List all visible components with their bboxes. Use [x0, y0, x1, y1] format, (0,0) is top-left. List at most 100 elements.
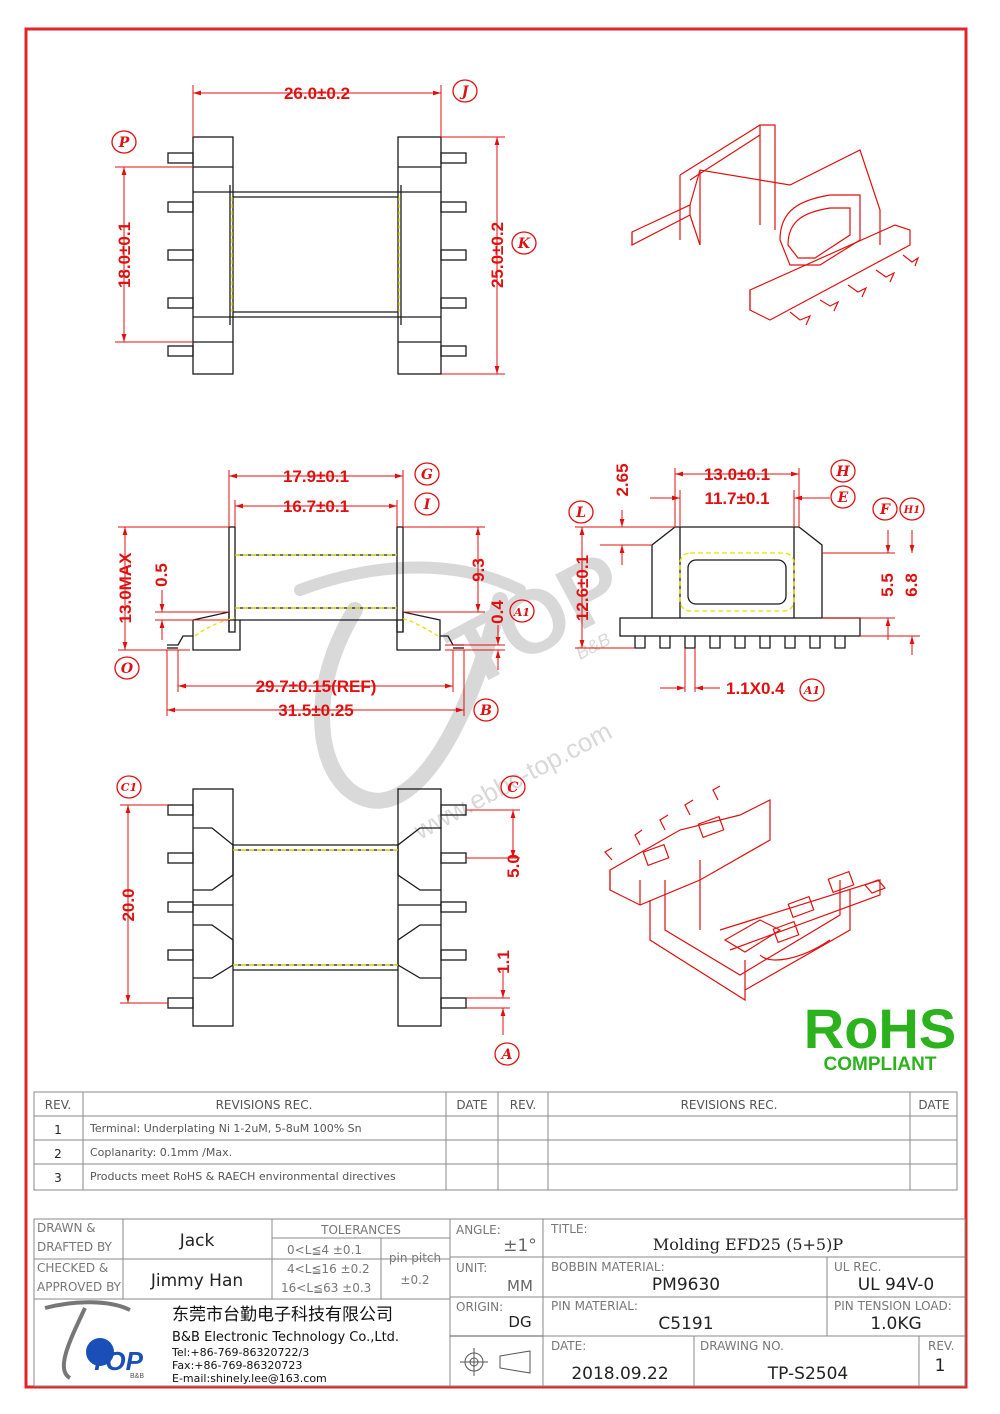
ul-value: UL 94V-0	[858, 1275, 935, 1295]
tag-b: B	[479, 703, 492, 719]
rev-header-rev: REV.	[45, 1098, 71, 1112]
angle-label: ANGLE:	[456, 1223, 501, 1237]
tag-a: A	[500, 1047, 513, 1063]
dim-13max: 13.0MAX	[116, 552, 135, 624]
side-view	[167, 526, 464, 651]
revisions-table	[33, 1091, 958, 1191]
tag-c1: C1	[121, 781, 137, 794]
dim-6-8: 6.8	[902, 573, 921, 597]
top-view	[167, 136, 467, 375]
rohs-sub: COMPLIANT	[824, 1054, 937, 1075]
unit-value: MM	[507, 1277, 533, 1295]
company-email: E-mail:shinely.lee@163.com	[172, 1372, 327, 1385]
projection-symbol-icon	[450, 1335, 543, 1376]
rev-row-1-text: Terminal: Underplating Ni 1-2uM, 5-8uM 1…	[89, 1122, 362, 1135]
angle-value: ±1°	[503, 1236, 537, 1256]
tag-h: H	[835, 464, 850, 480]
dim-16-7: 16.7±0.1	[283, 497, 349, 516]
company-name-en: B&B Electronic Technology Co.,Ltd.	[172, 1330, 399, 1345]
dim-11-7: 11.7±0.1	[704, 489, 769, 508]
sheet-border	[24, 27, 968, 1389]
iso-view-top	[631, 124, 920, 326]
drawn-by: Jack	[179, 1231, 215, 1251]
dim-12-6: 12.6±0.1	[573, 555, 592, 621]
dim-0-5: 0.5	[152, 563, 171, 587]
pin-pitch-label: pin pitch	[389, 1251, 441, 1265]
date-label: DATE:	[551, 1339, 586, 1353]
logo-sub: B&B	[130, 1373, 144, 1380]
ul-label: UL REC.	[834, 1260, 881, 1274]
dim-20-0: 20.0	[119, 888, 138, 921]
tag-a1-end: A1	[803, 684, 820, 697]
rohs-logo: RoHS COMPLIANT	[804, 997, 956, 1075]
company-name-cn: 东莞市台勤电子科技有限公司	[172, 1305, 393, 1325]
iso-view-bottom	[604, 785, 887, 1002]
dim-13-0: 13.0±0.1	[704, 465, 770, 484]
bobbin-value: PM9630	[652, 1275, 720, 1295]
tol-3: 16<L≦63 ±0.3	[281, 1281, 371, 1295]
company-fax: Fax:+86-769-86320723	[172, 1359, 302, 1372]
tag-l: L	[575, 505, 586, 521]
logo-text: TOP	[90, 1346, 144, 1376]
tag-a1: A1	[513, 606, 530, 619]
pin-material-label: PIN MATERIAL:	[551, 1299, 638, 1313]
checked-label-1: CHECKED &	[37, 1261, 108, 1275]
checked-by: Jimmy Han	[150, 1271, 243, 1291]
rev-row-1-num: 1	[54, 1123, 62, 1137]
title-value: Molding EFD25 (5+5)P	[653, 1235, 843, 1254]
dim-17-9: 17.9±0.1	[283, 467, 349, 486]
tag-j: J	[459, 84, 470, 100]
company-tel: Tel:+86-769-86320722/3	[171, 1346, 309, 1359]
tolerances-label: TOLERANCES	[320, 1223, 401, 1237]
pin-pitch-value: ±0.2	[400, 1273, 429, 1287]
tag-o: O	[121, 661, 134, 677]
tag-e: E	[837, 490, 849, 506]
dim-pin-size: 1.1X0.4	[726, 679, 785, 698]
tag-p: P	[118, 135, 130, 151]
tol-1: 0<L≦4 ±0.1	[287, 1243, 362, 1257]
dim-18-0: 18.0±0.1	[115, 222, 134, 288]
rev-header-rec-2: REVISIONS REC.	[681, 1098, 778, 1112]
rev-row-3-text: Products meet RoHS & RAECH environmental…	[90, 1170, 396, 1183]
dim-31-5: 31.5±0.25	[278, 701, 354, 720]
tag-c: C	[507, 780, 518, 796]
drawn-label-1: DRAWN &	[37, 1221, 96, 1235]
end-view-dims	[575, 468, 920, 692]
tag-i: I	[423, 497, 431, 513]
rev-header-rev-2: REV.	[510, 1098, 536, 1112]
rev-label: REV.	[928, 1339, 954, 1353]
tag-f: F	[879, 502, 891, 518]
dim-1-1: 1.1	[494, 950, 513, 974]
dim-0-4: 0.4	[488, 600, 507, 624]
checked-label-2: APPROVED BY	[37, 1280, 122, 1294]
origin-label: ORIGIN:	[456, 1300, 503, 1314]
dim-2-65: 2.65	[613, 463, 632, 496]
rev-header-rec: REVISIONS REC.	[216, 1098, 313, 1112]
pin-tension-label: PIN TENSION LOAD:	[834, 1299, 952, 1313]
tol-2: 4<L≦16 ±0.2	[287, 1262, 370, 1276]
dim-29-7: 29.7±0.15(REF)	[256, 677, 377, 696]
dim-25-0: 25.0±0.2	[488, 222, 507, 288]
company-logo: TOP B&B	[44, 1300, 144, 1380]
bobbin-label: BOBBIN MATERIAL:	[551, 1260, 665, 1274]
rev-row-2-text: Coplanarity: 0.1mm /Max.	[90, 1146, 232, 1159]
dim-26-0: 26.0±0.2	[284, 84, 350, 103]
drawing-no-value: TP-S2504	[767, 1364, 848, 1384]
date-value: 2018.09.22	[571, 1364, 668, 1384]
end-view	[619, 526, 861, 649]
rev-row-2-num: 2	[54, 1147, 62, 1161]
pin-material-value: C5191	[658, 1314, 713, 1334]
rev-value: 1	[935, 1356, 946, 1376]
unit-label: UNIT:	[456, 1261, 487, 1275]
title-label: TITLE:	[550, 1222, 588, 1236]
pin-tension-value: 1.0KG	[870, 1314, 921, 1334]
tag-g: G	[421, 467, 433, 483]
datum-tags	[111, 79, 925, 1066]
dim-5-0: 5.0	[504, 854, 523, 878]
dim-9-3: 9.3	[469, 558, 488, 582]
drawn-label-2: DRAFTED BY	[37, 1240, 113, 1254]
dim-5-5: 5.5	[878, 573, 897, 597]
bottom-view-dims	[120, 804, 520, 1035]
rohs-main: RoHS	[804, 997, 956, 1060]
